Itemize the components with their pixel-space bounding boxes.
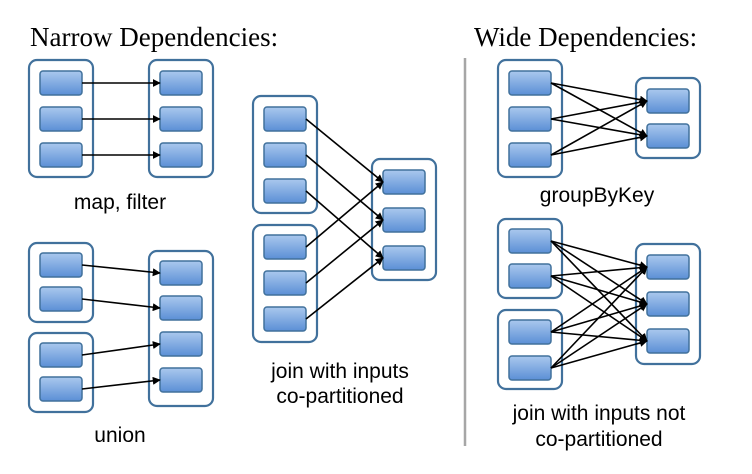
partition	[263, 306, 307, 332]
dependency-arrow	[550, 263, 648, 277]
partition	[508, 319, 552, 345]
dependency-arrow	[550, 98, 648, 120]
union-caption: union	[94, 424, 145, 447]
partition	[39, 106, 83, 132]
dependency-arrow	[550, 100, 648, 156]
partition	[39, 342, 83, 368]
dependency-arrow	[550, 303, 648, 369]
map-filter-example: map, filter	[27, 58, 215, 214]
narrow-join-caption-line2: co-partitioned	[276, 385, 403, 408]
dependency-arrow	[81, 264, 161, 277]
partition	[39, 70, 83, 96]
partition	[646, 88, 690, 114]
partition	[39, 286, 83, 312]
partition	[159, 260, 203, 286]
dependency-arrow	[550, 240, 648, 269]
partition	[159, 70, 203, 96]
wide-join-caption-line1: join with inputs not	[512, 402, 686, 425]
dependency-arrow	[550, 240, 648, 342]
partition	[159, 295, 203, 321]
partition	[508, 142, 552, 168]
dependency-arrow	[550, 240, 648, 305]
dependency-arrow	[305, 190, 384, 259]
dependency-arrow	[550, 82, 648, 104]
dependency-arrow	[305, 181, 384, 248]
dependency-arrow	[550, 275, 648, 342]
partition	[263, 106, 307, 132]
partition	[159, 106, 203, 132]
wide-join-example: join with inputs not co-partitioned	[496, 217, 702, 451]
groupbykey-caption: groupByKey	[540, 184, 655, 207]
partition	[646, 123, 690, 149]
dependency-arrow	[305, 118, 384, 183]
narrow-join-caption-line1: join with inputs	[270, 360, 409, 383]
dependency-arrow	[550, 133, 648, 156]
dependency-arrow	[550, 266, 648, 333]
dependency-arrow	[81, 341, 161, 356]
groupbykey-example: groupByKey	[496, 58, 702, 207]
partition	[39, 142, 83, 168]
partition	[39, 252, 83, 278]
partition	[646, 328, 690, 354]
partition	[39, 376, 83, 402]
partition	[263, 142, 307, 168]
partition	[508, 355, 552, 381]
partition	[159, 331, 203, 357]
partition	[159, 367, 203, 393]
dependency-arrow	[81, 298, 161, 312]
partition	[508, 106, 552, 132]
partition	[263, 270, 307, 296]
wide-dependencies-title: Wide Dependencies:	[474, 22, 697, 52]
union-example: union	[27, 241, 215, 447]
dependency-arrow	[81, 376, 161, 390]
narrow-dependencies-title: Narrow Dependencies:	[30, 22, 278, 52]
map-filter-caption: map, filter	[74, 191, 166, 214]
dependency-arrow	[305, 154, 384, 221]
partition	[508, 228, 552, 254]
partition	[159, 142, 203, 168]
dependency-arrow	[550, 266, 648, 369]
partition	[646, 254, 690, 280]
dependency-arrow	[550, 339, 648, 369]
partition	[382, 207, 426, 233]
narrow-join-example: join with inputs co-partitioned	[251, 94, 438, 408]
partition	[508, 70, 552, 96]
partition	[263, 234, 307, 260]
dependency-arrow	[305, 219, 384, 284]
partition	[646, 291, 690, 317]
partition	[382, 169, 426, 195]
partition	[382, 245, 426, 271]
dependency-arrow	[550, 275, 648, 306]
partition	[508, 263, 552, 289]
partition	[263, 178, 307, 204]
dependency-arrow	[305, 257, 384, 320]
wide-join-caption-line2: co-partitioned	[535, 428, 662, 451]
